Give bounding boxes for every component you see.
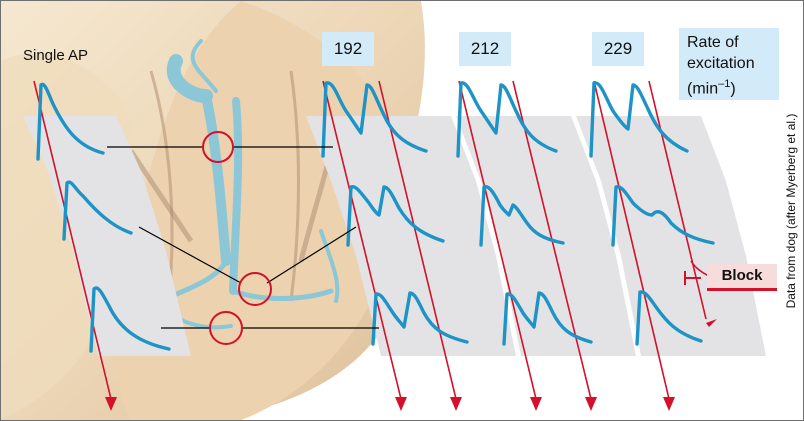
arrow-192-a bbox=[395, 397, 407, 411]
rate-212-label: 212 bbox=[459, 32, 511, 66]
block-label: Block bbox=[707, 264, 777, 291]
arrow-212-b bbox=[585, 397, 597, 411]
arrow-229 bbox=[663, 397, 675, 411]
arrow-212-a bbox=[530, 397, 542, 411]
source-note: Data from dog (after Myerberg et al.) bbox=[784, 114, 798, 309]
rate-legend-line1: Rate of bbox=[687, 32, 771, 53]
rate-of-excitation-legend: Rate of excitation (min–1) bbox=[679, 28, 779, 100]
rate-legend-exponent: –1 bbox=[718, 78, 730, 90]
rate-legend-unit: (min bbox=[687, 80, 718, 97]
rate-legend-unit-line: (min–1) bbox=[687, 74, 771, 99]
rate-192-label: 192 bbox=[322, 32, 374, 66]
rate-229-label: 229 bbox=[592, 32, 644, 66]
rate-legend-line2: excitation bbox=[687, 53, 771, 74]
rate-legend-close: ) bbox=[730, 80, 735, 97]
arrow-192-b bbox=[450, 397, 462, 411]
single-ap-label: Single AP bbox=[23, 47, 88, 64]
